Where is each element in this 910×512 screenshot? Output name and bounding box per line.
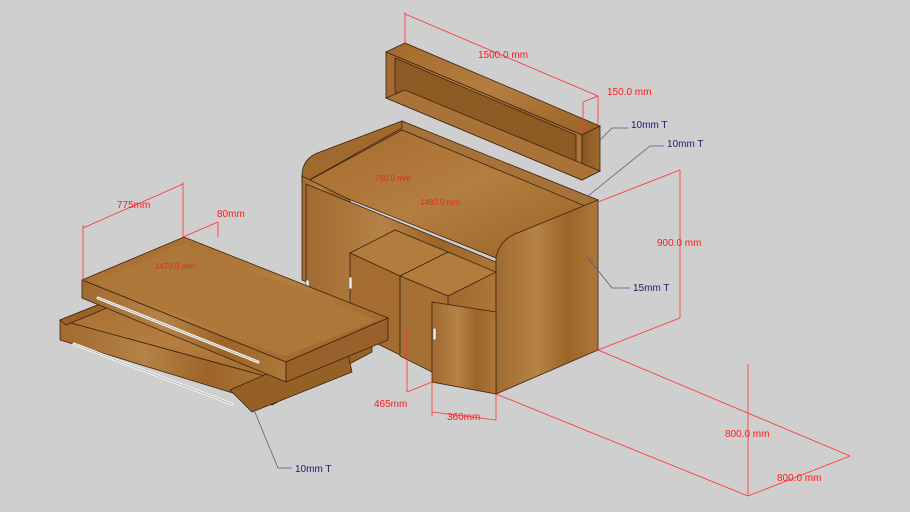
bed-drawers — [58, 236, 390, 413]
cabinet — [301, 120, 599, 395]
top-inner-width-label: 760.0 mm — [375, 174, 411, 183]
shelf-depth-label: 150.0 mm — [607, 87, 651, 98]
cabinet-height-label: 900.0 mm — [657, 238, 701, 249]
door-height-label: 465mm — [374, 399, 407, 410]
bed-length-label: 1470.0 mm — [155, 262, 195, 271]
bed-depth-label: 775mm — [117, 200, 150, 211]
dimension-lines — [82, 12, 851, 497]
top-inner-length-label: 1480.0 mm — [420, 198, 460, 207]
shelf-thickness-note: 10mm T — [631, 120, 668, 131]
top-thickness-note: 10mm T — [667, 139, 704, 150]
bed-rim-height-label: 80mm — [217, 209, 245, 220]
side-thickness-note: 15mm T — [633, 283, 670, 294]
door-width-label: 360mm — [447, 412, 480, 423]
shelf-length-label: 1500.0 mm — [478, 50, 528, 61]
cabinet-width-label: 800.0 mm — [777, 473, 821, 484]
wall-shelf — [384, 42, 601, 181]
cabinet-depth-label: 800.0 mm — [725, 429, 769, 440]
leader-lines — [253, 127, 664, 469]
drawer-thickness-note: 10mm T — [295, 464, 332, 475]
